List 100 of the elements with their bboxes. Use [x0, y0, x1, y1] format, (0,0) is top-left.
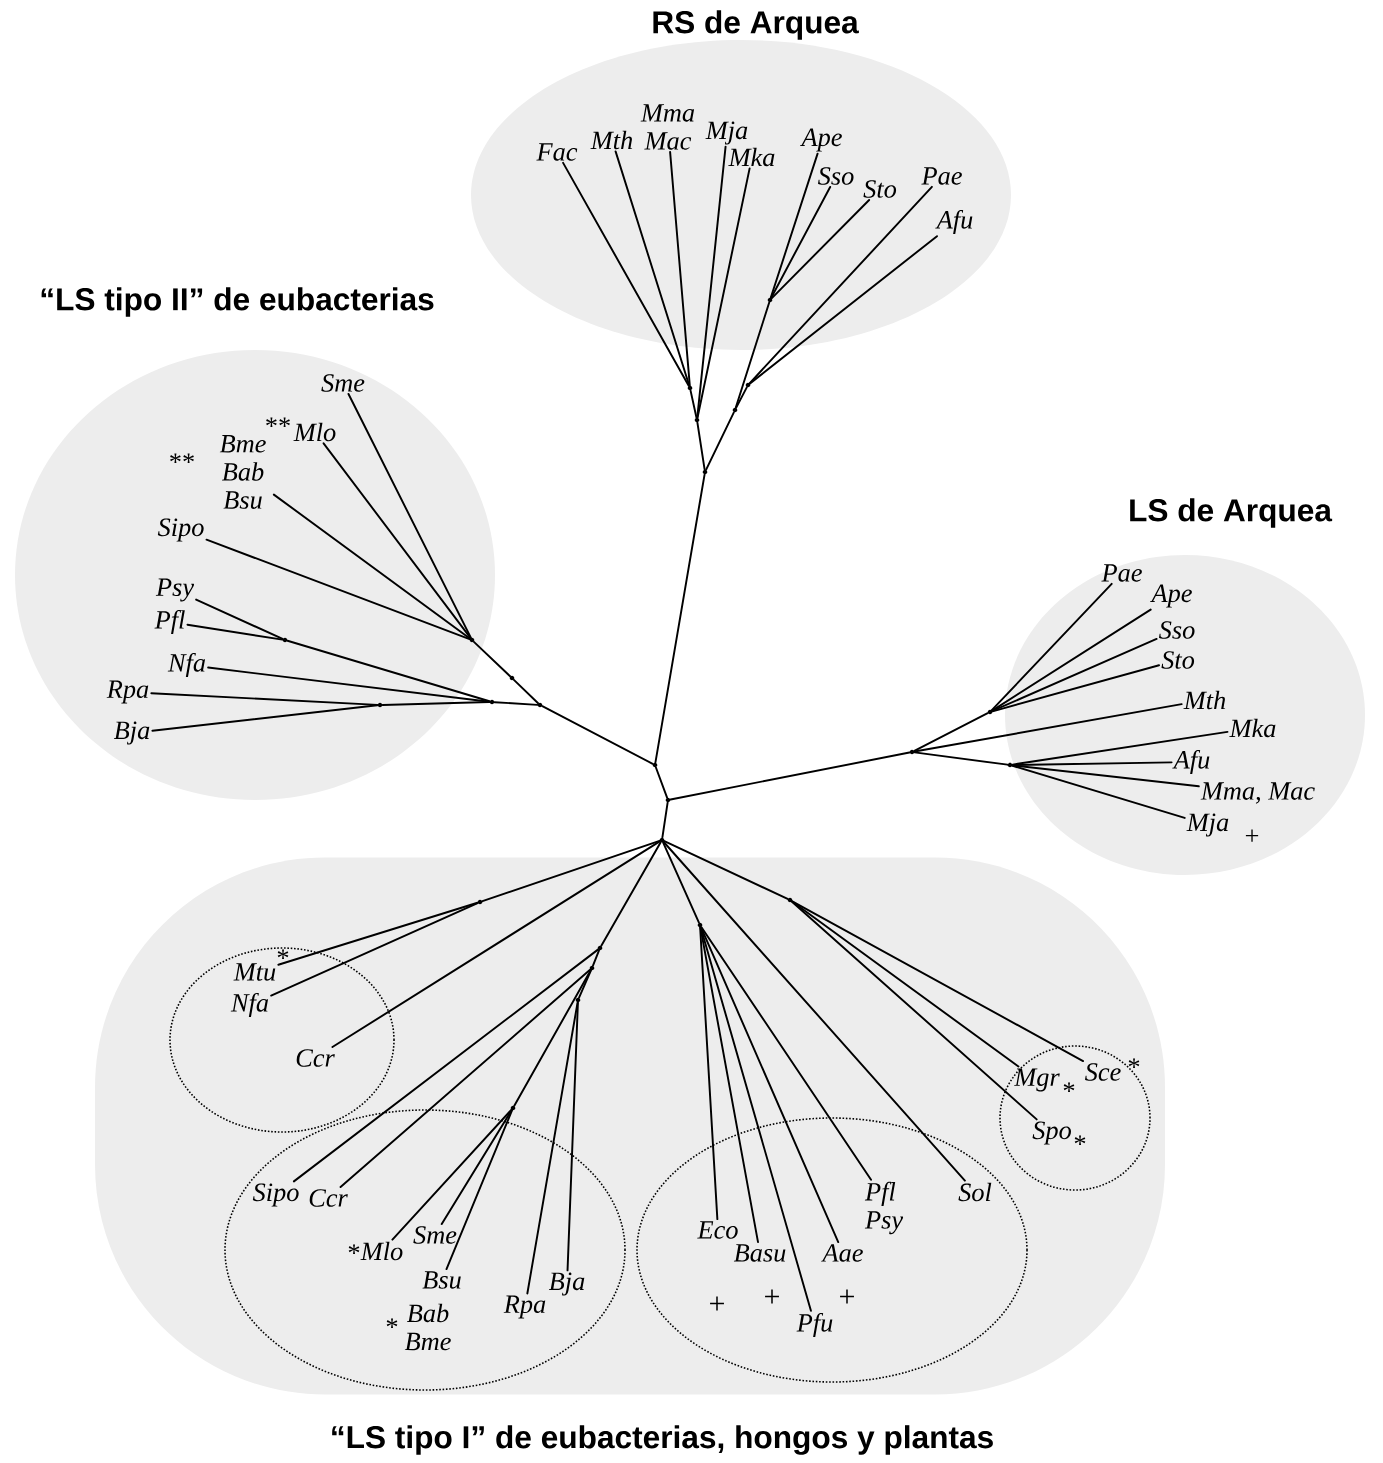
branch-point — [575, 997, 581, 1003]
taxon-label: Basu — [733, 1244, 786, 1262]
branch-point — [282, 637, 288, 643]
footnote-mark: ** — [170, 453, 194, 464]
tree-branch — [331, 840, 661, 1048]
footnote-mark: * — [386, 1318, 398, 1329]
tree-branch — [699, 926, 719, 1221]
taxon-label: Rpa — [106, 680, 149, 704]
tree-branch — [696, 421, 706, 471]
taxon-label: Mth — [1183, 690, 1226, 710]
tree-branch — [381, 701, 491, 706]
taxon-label: Sme — [321, 374, 365, 392]
tree-branch — [1011, 764, 1200, 788]
taxon-label: Mlo — [293, 422, 336, 442]
tree-branch — [770, 199, 871, 300]
branch-point — [687, 385, 693, 391]
tree-branch — [700, 926, 840, 1244]
taxon-label: Bja — [548, 1272, 585, 1296]
tree-branch — [339, 968, 591, 1188]
branch-point — [652, 762, 658, 768]
branch-point — [702, 469, 708, 475]
tree-branch — [663, 840, 789, 900]
taxon-label: Ape — [800, 128, 842, 152]
tree-branch — [654, 766, 669, 799]
taxon-label: Ccr — [296, 1049, 335, 1067]
tree-branch — [150, 692, 379, 706]
tree-branch — [277, 901, 479, 966]
taxon-label: Mka — [728, 147, 775, 167]
tree-branch — [991, 664, 1160, 713]
taxon-label: Afu — [935, 209, 973, 235]
taxon-label: Fac — [536, 143, 578, 161]
tree-branch — [1011, 761, 1173, 766]
footnote-mark: + — [1245, 829, 1259, 842]
taxon-label: Mja — [705, 121, 748, 145]
branch-point — [909, 749, 915, 755]
tree-branch — [592, 949, 600, 967]
taxon-label: Sto — [863, 180, 897, 198]
tree-branch — [662, 841, 966, 1182]
taxon-label: Mgr — [1014, 1068, 1060, 1092]
tree-branch — [696, 167, 751, 419]
tree-branch — [662, 841, 700, 924]
tree-branch — [990, 582, 1113, 712]
tree-branch — [286, 639, 491, 703]
tree-branch — [991, 608, 1152, 712]
taxon-label: Pfu — [796, 1312, 833, 1338]
branch-point — [589, 965, 595, 971]
branch-point — [659, 837, 665, 843]
branch-point — [787, 897, 793, 903]
tree-branch — [1011, 730, 1229, 766]
tree-branch — [186, 623, 284, 641]
taxon-label: Nfa — [167, 652, 206, 678]
taxon-label: Rpa — [503, 1295, 546, 1319]
taxon-label: Bab Bme — [404, 1303, 451, 1351]
tree-branch — [991, 638, 1158, 712]
tree-branch — [151, 704, 379, 732]
taxon-label: Sso — [1159, 621, 1195, 639]
tree-branch — [322, 442, 472, 639]
plus-mark: + — [840, 1289, 854, 1304]
tree-branch — [292, 948, 599, 1183]
taxon-label: Sto — [1161, 651, 1195, 669]
taxon-label: Mth — [590, 130, 633, 150]
branch-point — [510, 1105, 516, 1111]
taxon-label: Spo — [1032, 1121, 1071, 1145]
tree-branch — [700, 926, 872, 1181]
taxon-label: Ape — [1150, 584, 1192, 608]
dotted-circle — [999, 1045, 1151, 1191]
tree-branch — [614, 150, 691, 387]
node-label: “LS tipo I” de eubacterias, hongos y plantas — [332, 1425, 993, 1455]
taxon-label: Pfl Psy — [864, 1181, 904, 1235]
tree-branch — [562, 161, 690, 387]
branch-point — [509, 675, 515, 681]
plus-mark: + — [710, 1296, 724, 1311]
tree-branch — [669, 751, 911, 801]
tree-branch — [661, 801, 669, 839]
branch-point — [377, 702, 383, 708]
tree-branch — [1011, 764, 1186, 819]
tree-branch — [699, 926, 812, 1312]
tree-branch — [347, 393, 472, 639]
tree-branch — [705, 411, 735, 471]
tree-branch — [270, 902, 479, 997]
taxon-label: Sme — [413, 1226, 457, 1244]
tree-branch — [207, 666, 491, 703]
node-label: RS de Arquea — [653, 10, 859, 40]
tree-branch — [205, 538, 471, 641]
taxon-label: Nfa — [230, 992, 269, 1018]
branch-point — [477, 899, 483, 905]
tree-branch — [578, 969, 592, 999]
tree-branch — [566, 1001, 579, 1272]
taxon-label: Sipo — [157, 518, 204, 542]
tree-branch — [689, 389, 698, 419]
branch-point — [537, 702, 543, 708]
tree-branch — [669, 150, 691, 387]
tree-branch — [913, 703, 1183, 753]
branch-point — [732, 407, 738, 413]
taxon-label: Sso — [818, 167, 854, 185]
taxon-label: Aae — [821, 1244, 863, 1262]
taxon-label: Sipo — [252, 1183, 299, 1207]
footnote-mark: * — [1063, 1082, 1075, 1093]
taxon-label: Afu — [1172, 749, 1210, 775]
taxon-label: Sce — [1085, 1063, 1121, 1081]
